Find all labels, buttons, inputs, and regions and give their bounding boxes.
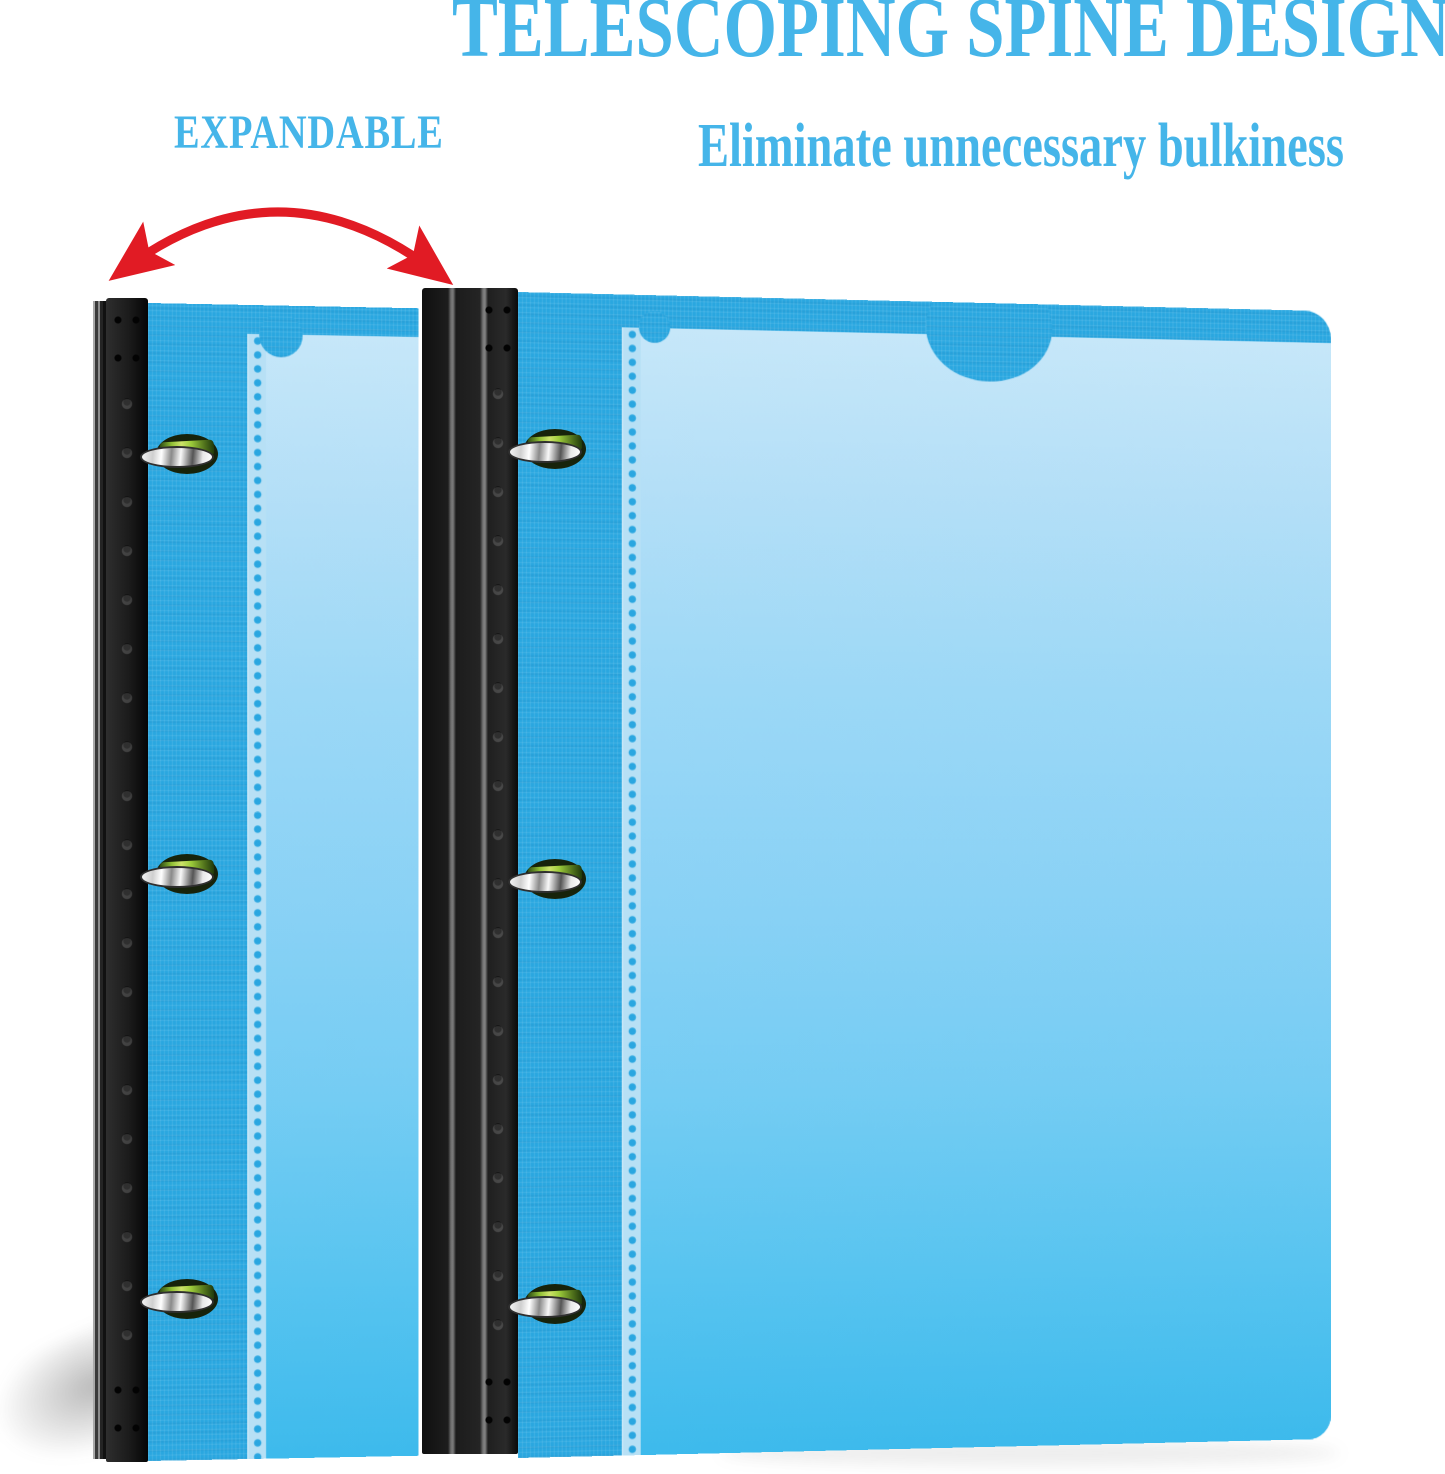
right-binder-cover <box>518 292 1331 1458</box>
binder-ring <box>508 1283 588 1327</box>
right-binder-telescoping-spine <box>422 288 518 1454</box>
left-binder-sheet-perforation <box>247 333 268 1460</box>
right-binder-clear-pocket <box>640 327 1331 1456</box>
right-binder-sheet-perforation <box>621 327 642 1456</box>
expandable-label: EXPANDABLE <box>174 106 444 159</box>
ring-chrome-loop <box>140 866 214 888</box>
binder-ring <box>140 1278 220 1322</box>
ring-chrome-loop <box>140 446 214 468</box>
ring-chrome-loop <box>508 441 582 463</box>
binder-ring <box>140 853 220 897</box>
page-subtitle: Eliminate unnecessary bulkiness <box>698 112 1344 180</box>
right-pocket-corner-notch <box>638 310 671 344</box>
binder-ring <box>508 428 588 472</box>
spine-holes-top <box>482 298 514 376</box>
page-title: TELESCOPING SPINE DESIGN <box>452 0 1445 75</box>
spine-holes-bottom <box>111 1378 143 1456</box>
left-binder-spine-edge-layers <box>93 301 106 1459</box>
binder-ring <box>140 433 220 477</box>
left-binder-clear-pocket <box>266 334 419 1459</box>
spine-holes <box>117 390 137 1372</box>
left-pocket-thumb-notch <box>259 313 303 358</box>
expandable-arrow-icon <box>88 150 468 310</box>
spine-holes-top <box>111 308 143 386</box>
ring-chrome-loop <box>508 871 582 893</box>
spine-holes <box>488 380 508 1364</box>
ring-chrome-loop <box>140 1291 214 1313</box>
binder-ring <box>508 858 588 902</box>
ring-chrome-loop <box>508 1296 582 1318</box>
spine-holes-bottom <box>482 1370 514 1448</box>
